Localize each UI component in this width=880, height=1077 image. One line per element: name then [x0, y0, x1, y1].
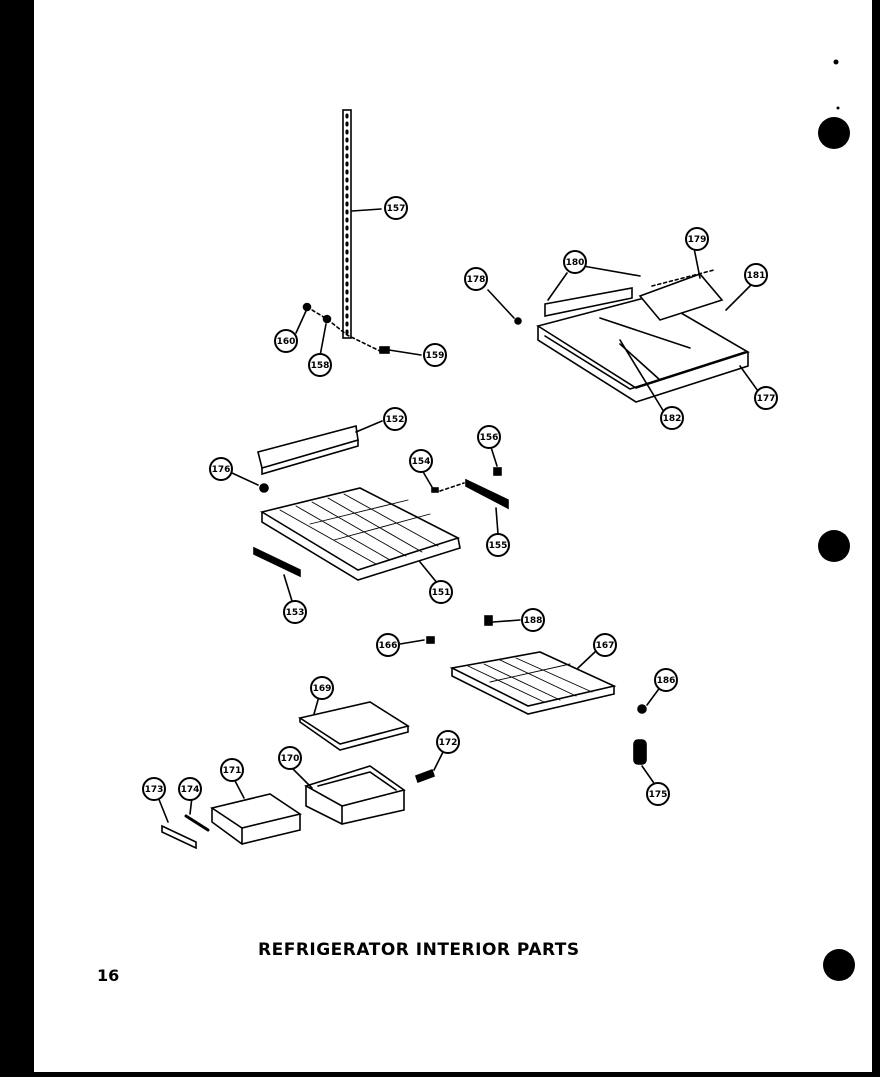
- callout-167: 167: [593, 633, 617, 657]
- callout-circle: [220, 758, 244, 782]
- callout-158: 158: [308, 353, 332, 377]
- callout-label: 179: [688, 235, 707, 245]
- callout-181: 181: [744, 263, 768, 287]
- callout-circle: [383, 407, 407, 431]
- callout-label: 175: [649, 790, 668, 800]
- callout-label: 182: [663, 414, 682, 424]
- callout-label: 155: [489, 541, 508, 551]
- crisper-171: [210, 778, 302, 845]
- callout-label: 169: [313, 684, 332, 694]
- callout-label: 153: [286, 608, 305, 618]
- callout-180: 180: [563, 250, 587, 274]
- callout-157: 157: [384, 196, 408, 220]
- callout-circle: [209, 457, 233, 481]
- callout-circle: [521, 608, 545, 632]
- callout-155: 155: [486, 533, 510, 557]
- callout-156: 156: [477, 425, 501, 449]
- callout-circle: [744, 263, 768, 287]
- callout-circle: [486, 533, 510, 557]
- callout-label: 170: [281, 754, 300, 764]
- callout-166: 166: [376, 633, 400, 657]
- callout-label: 174: [181, 785, 200, 795]
- callout-circle: [429, 580, 453, 604]
- callout-label: 157: [387, 204, 406, 214]
- callout-160: 160: [274, 329, 298, 353]
- binder-hole-middle: [818, 530, 850, 562]
- shelf-assembly-177: [487, 247, 759, 413]
- callout-182: 182: [660, 406, 684, 430]
- callout-circle: [376, 633, 400, 657]
- callout-label: 178: [467, 275, 486, 285]
- callout-circle: [278, 746, 302, 770]
- callout-circle: [685, 227, 709, 251]
- callout-circle: [464, 267, 488, 291]
- callout-173: 173: [142, 777, 166, 801]
- callout-label: 177: [757, 394, 776, 404]
- callout-circle: [654, 668, 678, 692]
- callout-circle: [142, 777, 166, 801]
- callout-188: 188: [521, 608, 545, 632]
- callout-label: 186: [657, 676, 676, 686]
- callout-153: 153: [283, 600, 307, 624]
- lid-169: [297, 692, 410, 751]
- rail-157: [342, 109, 382, 339]
- callout-circle: [563, 250, 587, 274]
- callout-circle: [283, 600, 307, 624]
- callout-171: 171: [220, 758, 244, 782]
- callout-label: 180: [566, 258, 585, 268]
- callout-label: 151: [432, 588, 451, 598]
- callout-label: 167: [596, 641, 615, 651]
- callout-circle: [477, 425, 501, 449]
- callout-circle: [384, 196, 408, 220]
- callout-186: 186: [654, 668, 678, 692]
- callout-154: 154: [409, 449, 433, 473]
- callout-label: 176: [212, 465, 231, 475]
- callout-label: 152: [386, 415, 405, 425]
- binder-hole-bottom: [823, 949, 855, 981]
- callout-circle: [409, 449, 433, 473]
- callout-circle: [178, 777, 202, 801]
- callout-label: 159: [426, 351, 445, 361]
- callout-178: 178: [464, 267, 488, 291]
- callout-152: 152: [383, 407, 407, 431]
- callout-label: 156: [480, 433, 499, 443]
- callout-170: 170: [278, 746, 302, 770]
- binder-hole-top: [818, 117, 850, 149]
- callout-label: 166: [379, 641, 398, 651]
- callout-circle: [660, 406, 684, 430]
- callout-label: 160: [277, 337, 296, 347]
- callout-circle: [308, 353, 332, 377]
- callout-177: 177: [754, 386, 778, 410]
- callout-circle: [423, 343, 447, 367]
- callout-circle: [593, 633, 617, 657]
- callout-176: 176: [209, 457, 233, 481]
- callout-label: 188: [524, 616, 543, 626]
- callout-circle: [754, 386, 778, 410]
- callout-159: 159: [423, 343, 447, 367]
- callout-179: 179: [685, 227, 709, 251]
- callout-label: 181: [747, 271, 766, 281]
- callout-label: 172: [439, 738, 458, 748]
- callout-174: 174: [178, 777, 202, 801]
- callout-label: 171: [223, 766, 242, 776]
- crisper-170: [289, 765, 406, 825]
- page-title: REFRIGERATOR INTERIOR PARTS: [258, 940, 580, 960]
- callout-circle: [646, 782, 670, 806]
- shelf-151: [259, 487, 461, 585]
- shelf-167: [449, 650, 617, 715]
- bracket-152: [257, 420, 383, 476]
- callout-169: 169: [310, 676, 334, 700]
- callout-label: 173: [145, 785, 164, 795]
- callout-circle: [274, 329, 298, 353]
- callout-175: 175: [646, 782, 670, 806]
- page-number: 16: [97, 966, 120, 985]
- callout-circle: [436, 730, 460, 754]
- callout-151: 151: [429, 580, 453, 604]
- callout-172: 172: [436, 730, 460, 754]
- callout-circle: [310, 676, 334, 700]
- callout-label: 154: [412, 457, 431, 467]
- callout-label: 158: [311, 361, 330, 371]
